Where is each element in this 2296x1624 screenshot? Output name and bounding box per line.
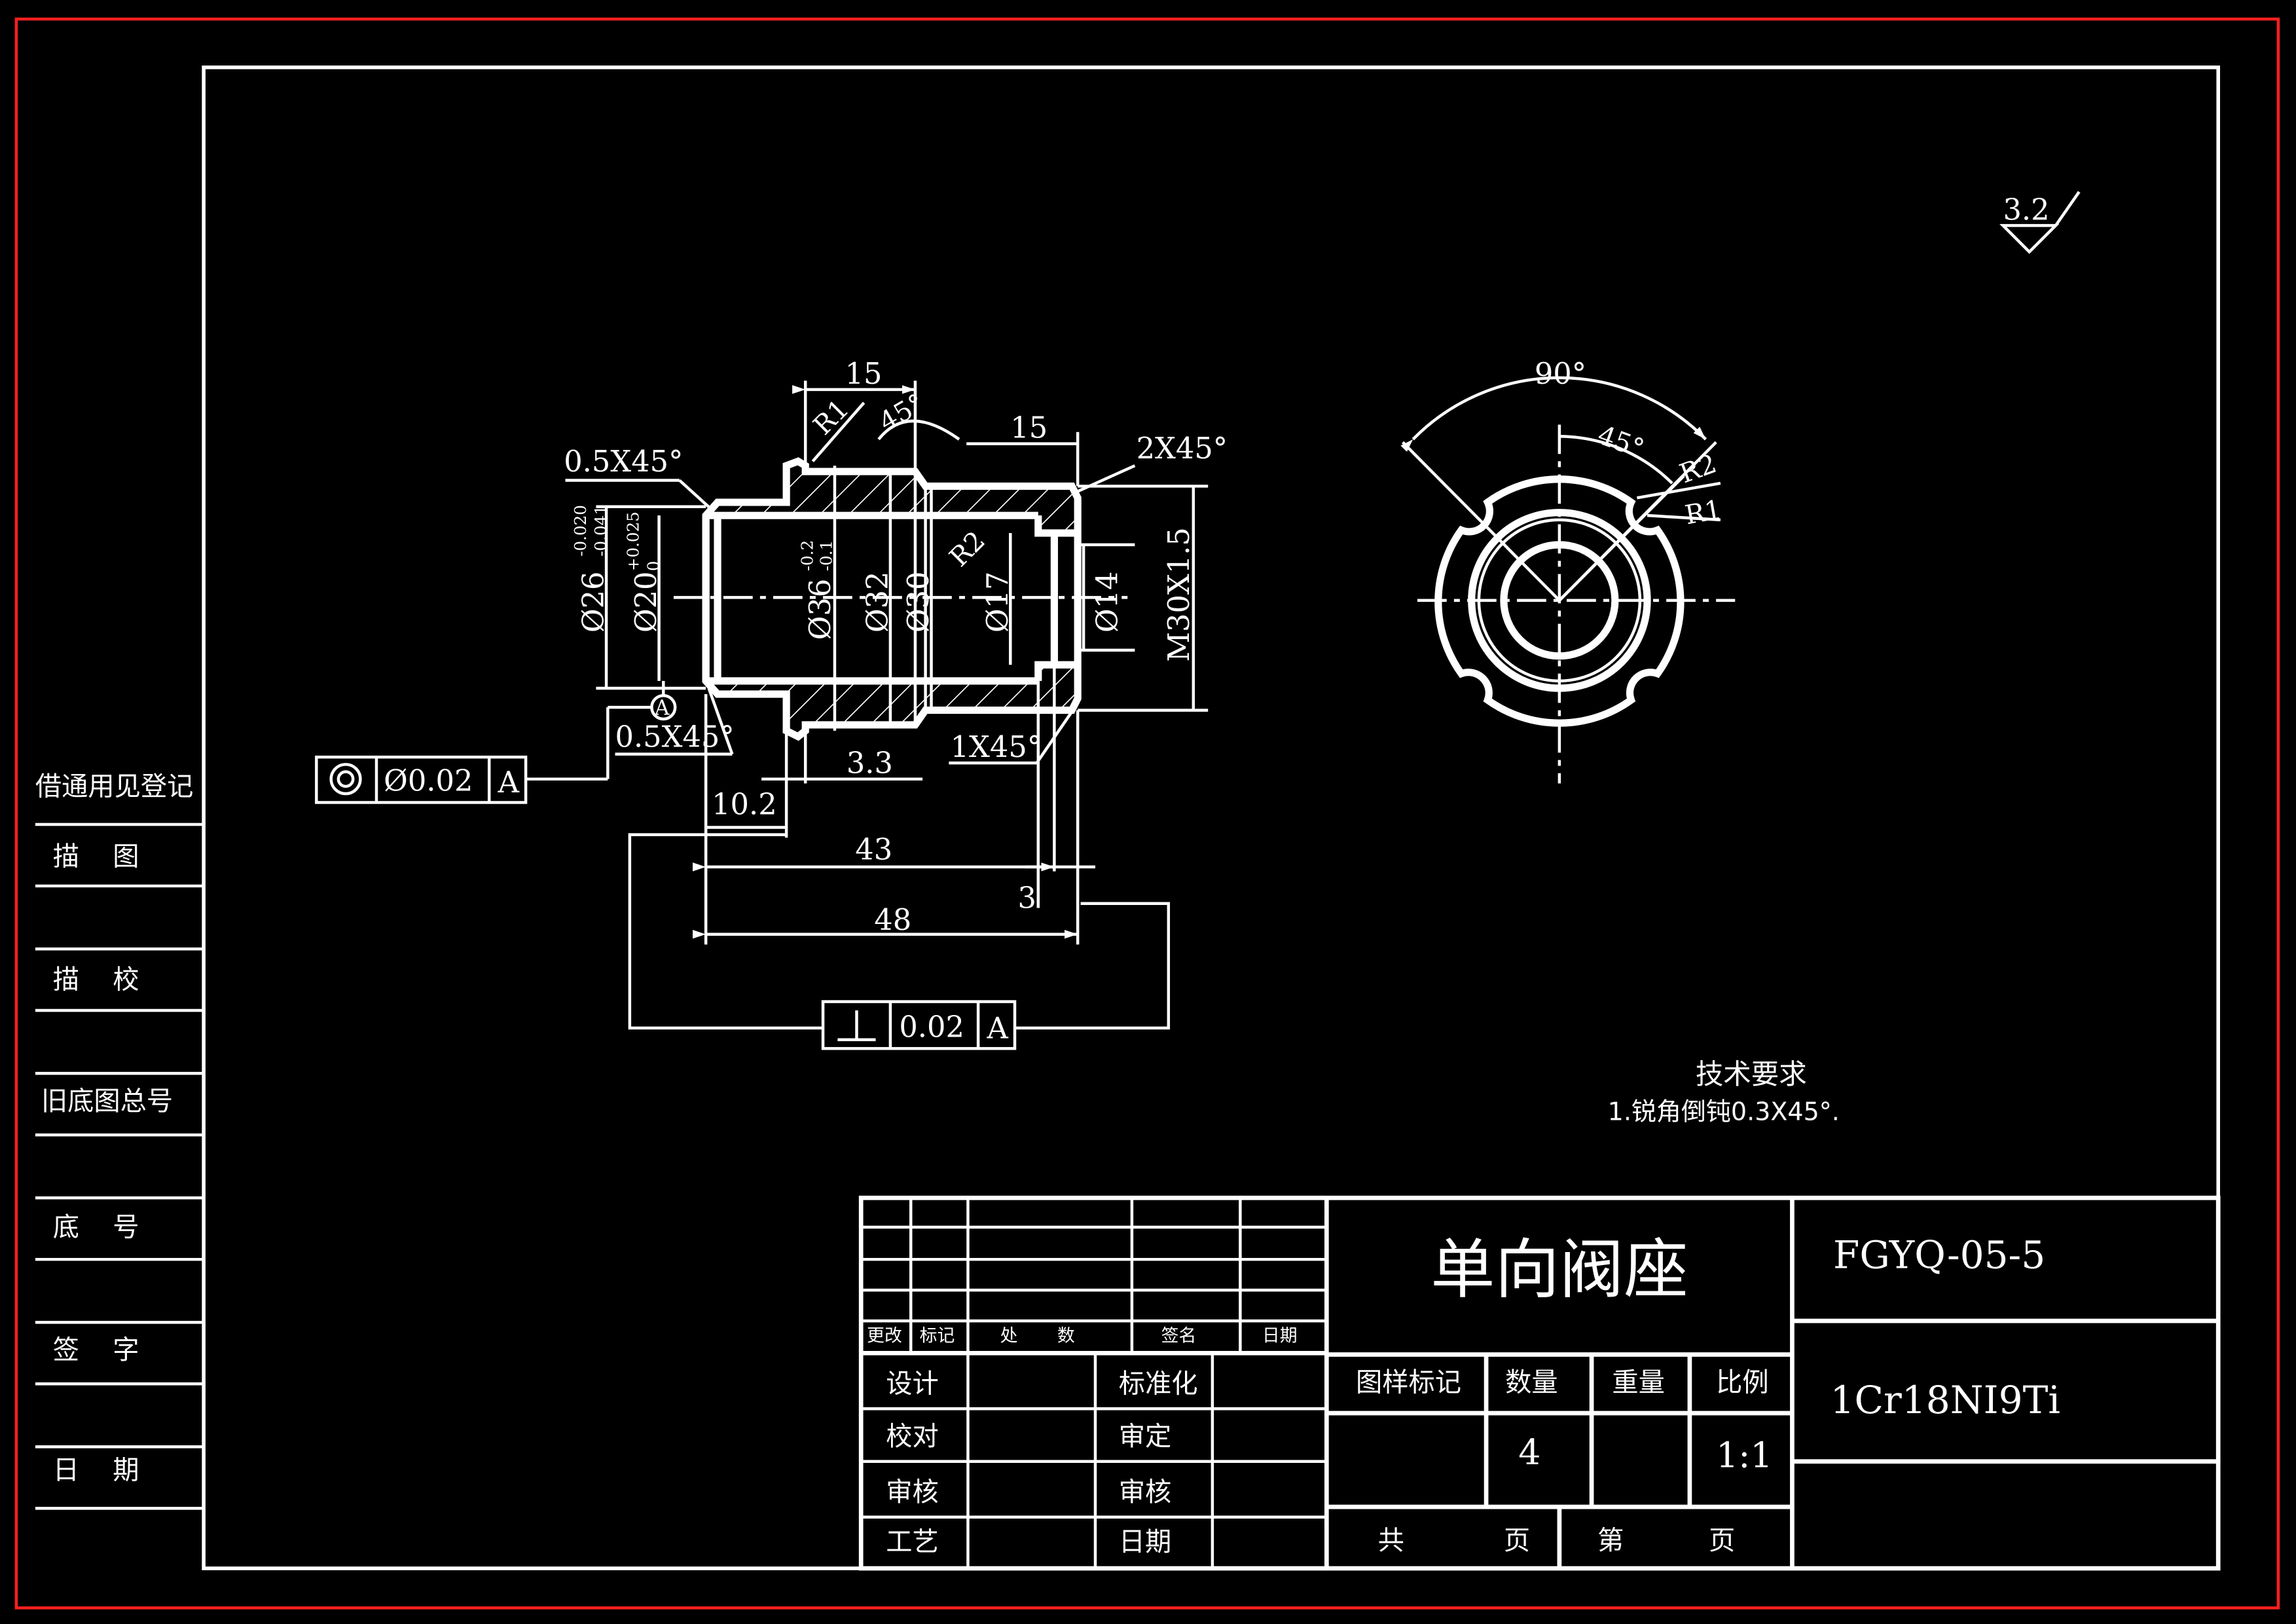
side-label-4: 底 号 — [53, 1212, 139, 1242]
dim-len-15-a: 15 — [845, 356, 883, 391]
sign-left-3: 工艺 — [886, 1527, 939, 1557]
dim-len-43: 43 — [855, 832, 892, 867]
outer-profile — [702, 457, 1082, 741]
dim-d36-tol-bot: -0.1 — [816, 540, 835, 571]
total-page-label: 页 — [1504, 1526, 1530, 1556]
sheet-label: 第 — [1597, 1526, 1624, 1556]
dim-d14: Ø14 — [1090, 571, 1125, 633]
dim-d36-tol-top: -0.2 — [797, 540, 816, 571]
rev-header-5: 日期 — [1262, 1325, 1298, 1346]
fcf-concentric-value: Ø0.02 — [384, 764, 473, 798]
material: 1Cr18NI9Ti — [1831, 1378, 2060, 1422]
end-view: 90° 45° R2 R1 — [1400, 356, 1736, 784]
sign-right-3: 日期 — [1119, 1527, 1172, 1557]
fcf-concentric: Ø0.02 A — [315, 705, 652, 804]
dim-r2: R2 — [944, 526, 991, 573]
dim-chamfer-bottom: 0.5X45° — [615, 719, 735, 754]
dim-len-48: 48 — [874, 902, 911, 937]
roughness-value: 3.2 — [2003, 192, 2049, 227]
header-quantity: 数量 — [1505, 1367, 1558, 1397]
scale-value: 1:1 — [1716, 1435, 1772, 1476]
inner-frame — [202, 65, 2220, 1570]
tech-req-title: 技术要求 — [1696, 1059, 1807, 1091]
header-weight: 重量 — [1612, 1367, 1665, 1397]
total-label: 共 — [1378, 1526, 1404, 1556]
dim-d26-tol-top: -0.020 — [571, 505, 590, 557]
dim-chamfer-2x45: 2X45° — [1137, 431, 1228, 466]
dim-angle-45: 45° — [874, 388, 930, 438]
fcf-perp-value: 0.02 — [899, 1009, 964, 1044]
quantity-value: 4 — [1518, 1431, 1540, 1473]
outer-frame — [14, 17, 2280, 1610]
end-view-angle-90: 90° — [1535, 356, 1586, 391]
dim-d17: Ø17 — [980, 571, 1015, 633]
dim-len-15-b: 15 — [1010, 411, 1048, 445]
drawing-number: FGYQ-05-5 — [1833, 1233, 2045, 1278]
header-drawing-mark: 图样标记 — [1356, 1367, 1461, 1397]
rev-header-4: 签名 — [1161, 1325, 1197, 1346]
fcf-perp-datum: A — [987, 1011, 1009, 1046]
dim-d36: Ø36 — [803, 579, 837, 640]
dim-d26-tol-bot: -0.041 — [591, 505, 610, 557]
dim-chamfer-1x45: 1X45° — [951, 729, 1042, 764]
side-label-3: 旧底图总号 — [41, 1086, 173, 1116]
dim-d32: Ø32 — [860, 571, 894, 633]
dim-d20-tol-top: +0.025 — [623, 511, 642, 571]
end-view-angle-45: 45° — [1594, 420, 1648, 465]
dim-len-3-3: 3.3 — [847, 746, 893, 781]
rev-header-0: 更改 — [867, 1325, 902, 1346]
side-label-0: 借通用见登记 — [35, 771, 194, 802]
roughness-symbol: 3.2 — [1999, 191, 2081, 254]
dim-d20-tol-bot: 0 — [644, 561, 663, 571]
dim-len-3: 3 — [1017, 880, 1036, 915]
section-dimensions: Ø26 -0.020 -0.041 Ø20 +0.025 0 Ø36 -0.2 … — [564, 356, 1228, 945]
sign-left-2: 审核 — [886, 1477, 939, 1507]
dim-d30: Ø30 — [901, 571, 936, 633]
datum-label: A — [654, 696, 670, 720]
dim-thread: M30X1.5 — [1161, 527, 1196, 662]
end-view-r1: R1 — [1683, 494, 1724, 530]
rev-header-3: 数 — [1057, 1325, 1075, 1346]
side-label-1: 描 图 — [53, 842, 139, 872]
dim-d20: Ø20 — [629, 571, 663, 633]
title-block: 更改 标记 处 数 签名 日期 设计 校对 审核 工艺 标准化 审定 审核 日期… — [858, 1195, 2221, 1571]
dim-d26: Ø26 — [576, 571, 611, 633]
sign-right-1: 审定 — [1119, 1422, 1172, 1452]
concentric-symbol-icon — [329, 763, 362, 796]
dim-chamfer-top: 0.5X45° — [564, 444, 683, 479]
fcf-concentric-datum: A — [498, 765, 520, 800]
sign-right-0: 标准化 — [1119, 1369, 1198, 1399]
sign-left-1: 校对 — [886, 1422, 939, 1452]
dim-r1: R1 — [808, 394, 855, 441]
part-name: 单向阀座 — [1430, 1232, 1688, 1307]
rev-header-1: 标记 — [920, 1325, 955, 1346]
side-table: 借通用见登记 描 图 描 校 旧底图总号 底 号 签 字 日 期 — [35, 771, 204, 1510]
sign-right-2: 审核 — [1119, 1477, 1172, 1507]
dim-len-10-2: 10.2 — [712, 786, 777, 821]
rev-header-2: 处 — [1000, 1325, 1018, 1346]
sheet-page-label: 页 — [1709, 1526, 1735, 1556]
side-label-5: 签 字 — [53, 1335, 139, 1365]
header-scale: 比例 — [1716, 1367, 1769, 1397]
tech-req-note: 1.锐角倒钝0.3X45°. — [1608, 1098, 1840, 1126]
sign-left-0: 设计 — [886, 1369, 939, 1399]
fcf-perpendicular: 0.02 A — [628, 833, 1171, 1050]
side-label-6: 日 期 — [53, 1456, 139, 1486]
side-label-2: 描 校 — [53, 965, 139, 995]
